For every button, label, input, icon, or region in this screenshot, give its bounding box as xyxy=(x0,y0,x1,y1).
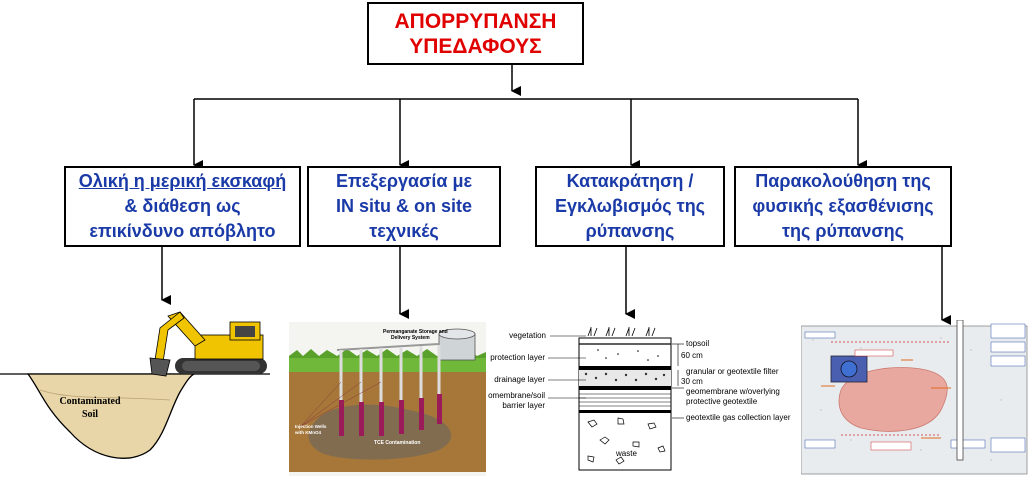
cap-label-filter: granular or geotextile filter xyxy=(686,367,779,376)
category-box-treatment: Επεξεργασία με IN situ & on site τεχνικέ… xyxy=(307,166,501,247)
title-line-2: ΥΠΕΔΑΦΟΥΣ xyxy=(409,34,542,58)
title-line-1: ΑΠΟΡΡΥΠΑΝΣΗ xyxy=(394,9,557,33)
cap-illustration: vegetation protection layer drainage lay… xyxy=(479,318,800,476)
plume-label: TCE Contamination xyxy=(374,440,420,446)
monitoring-illustration xyxy=(800,319,1029,475)
cap-label-geomembrane-overlying: geomembrane w/overlying xyxy=(686,387,780,396)
category-4-line-2: φυσικής εξασθένισης xyxy=(752,196,934,216)
contaminant-plume xyxy=(838,367,948,432)
cap-label-protection: protection layer xyxy=(490,353,545,362)
category-1-line-1: Ολική η μερική εκσκαφή xyxy=(78,171,287,191)
category-2-line-2: IN situ & on site xyxy=(335,196,472,216)
category-4-line-1: Παρακολούθηση της xyxy=(755,171,931,191)
cap-label-geomembrane: geomembrane/soil xyxy=(488,391,545,400)
category-2-line-3: τεχνικές xyxy=(369,221,439,241)
contaminated-soil-pit xyxy=(26,373,195,459)
wells-label-2: with KMnO4 xyxy=(294,430,321,435)
category-3-line-3: ρύπανσης xyxy=(585,221,675,241)
category-3-line-2: Εγκλωβισμός της xyxy=(554,196,706,216)
cap-label-waste: waste xyxy=(615,449,637,458)
system-label-1: Permanganate Storage and xyxy=(383,329,448,335)
system-label-2: Delivery System xyxy=(391,335,430,341)
category-3-line-1: Κατακράτηση / xyxy=(566,171,694,191)
cap-label-vegetation: vegetation xyxy=(509,331,546,340)
cap-label-30cm: 30 cm xyxy=(681,377,703,386)
wells-label-1: Injection Wells xyxy=(295,424,327,429)
category-box-monitoring: Παρακολούθηση της φυσικής εξασθένισης τη… xyxy=(734,166,952,247)
category-box-excavation: Ολική η μερική εκσκαφή & διάθεση ως επικ… xyxy=(64,166,301,247)
insitu-illustration: Permanganate Storage and Delivery System… xyxy=(289,322,486,476)
contaminated-soil-label: Contaminated xyxy=(59,396,121,407)
category-2-line-1: Επεξεργασία με xyxy=(335,171,473,191)
category-1-line-2: & διάθεση ως xyxy=(124,196,241,216)
cap-label-topsoil: topsoil xyxy=(686,339,709,348)
title-box: ΑΠΟΡΡΥΠΑΝΣΗ ΥΠΕΔΑΦΟΥΣ xyxy=(367,2,584,65)
category-4-line-3: της ρύπανσης xyxy=(781,221,905,241)
excavation-illustration: Contaminated Soil xyxy=(0,300,275,479)
category-box-containment: Κατακράτηση / Εγκλωβισμός της ρύπανσης xyxy=(535,166,725,247)
cap-label-gas-collection: geotextile gas collection layer xyxy=(686,413,791,422)
cap-label-barrier: barrier layer xyxy=(502,401,545,410)
contaminated-soil-label-2: Soil xyxy=(82,409,98,420)
category-1-line-3: επικίνδυνο απόβλητο xyxy=(89,221,276,241)
cap-label-60cm: 60 cm xyxy=(681,351,703,360)
cap-label-drainage: drainage layer xyxy=(494,375,545,384)
cap-label-protective-geotextile: protective geotextile xyxy=(686,397,758,406)
